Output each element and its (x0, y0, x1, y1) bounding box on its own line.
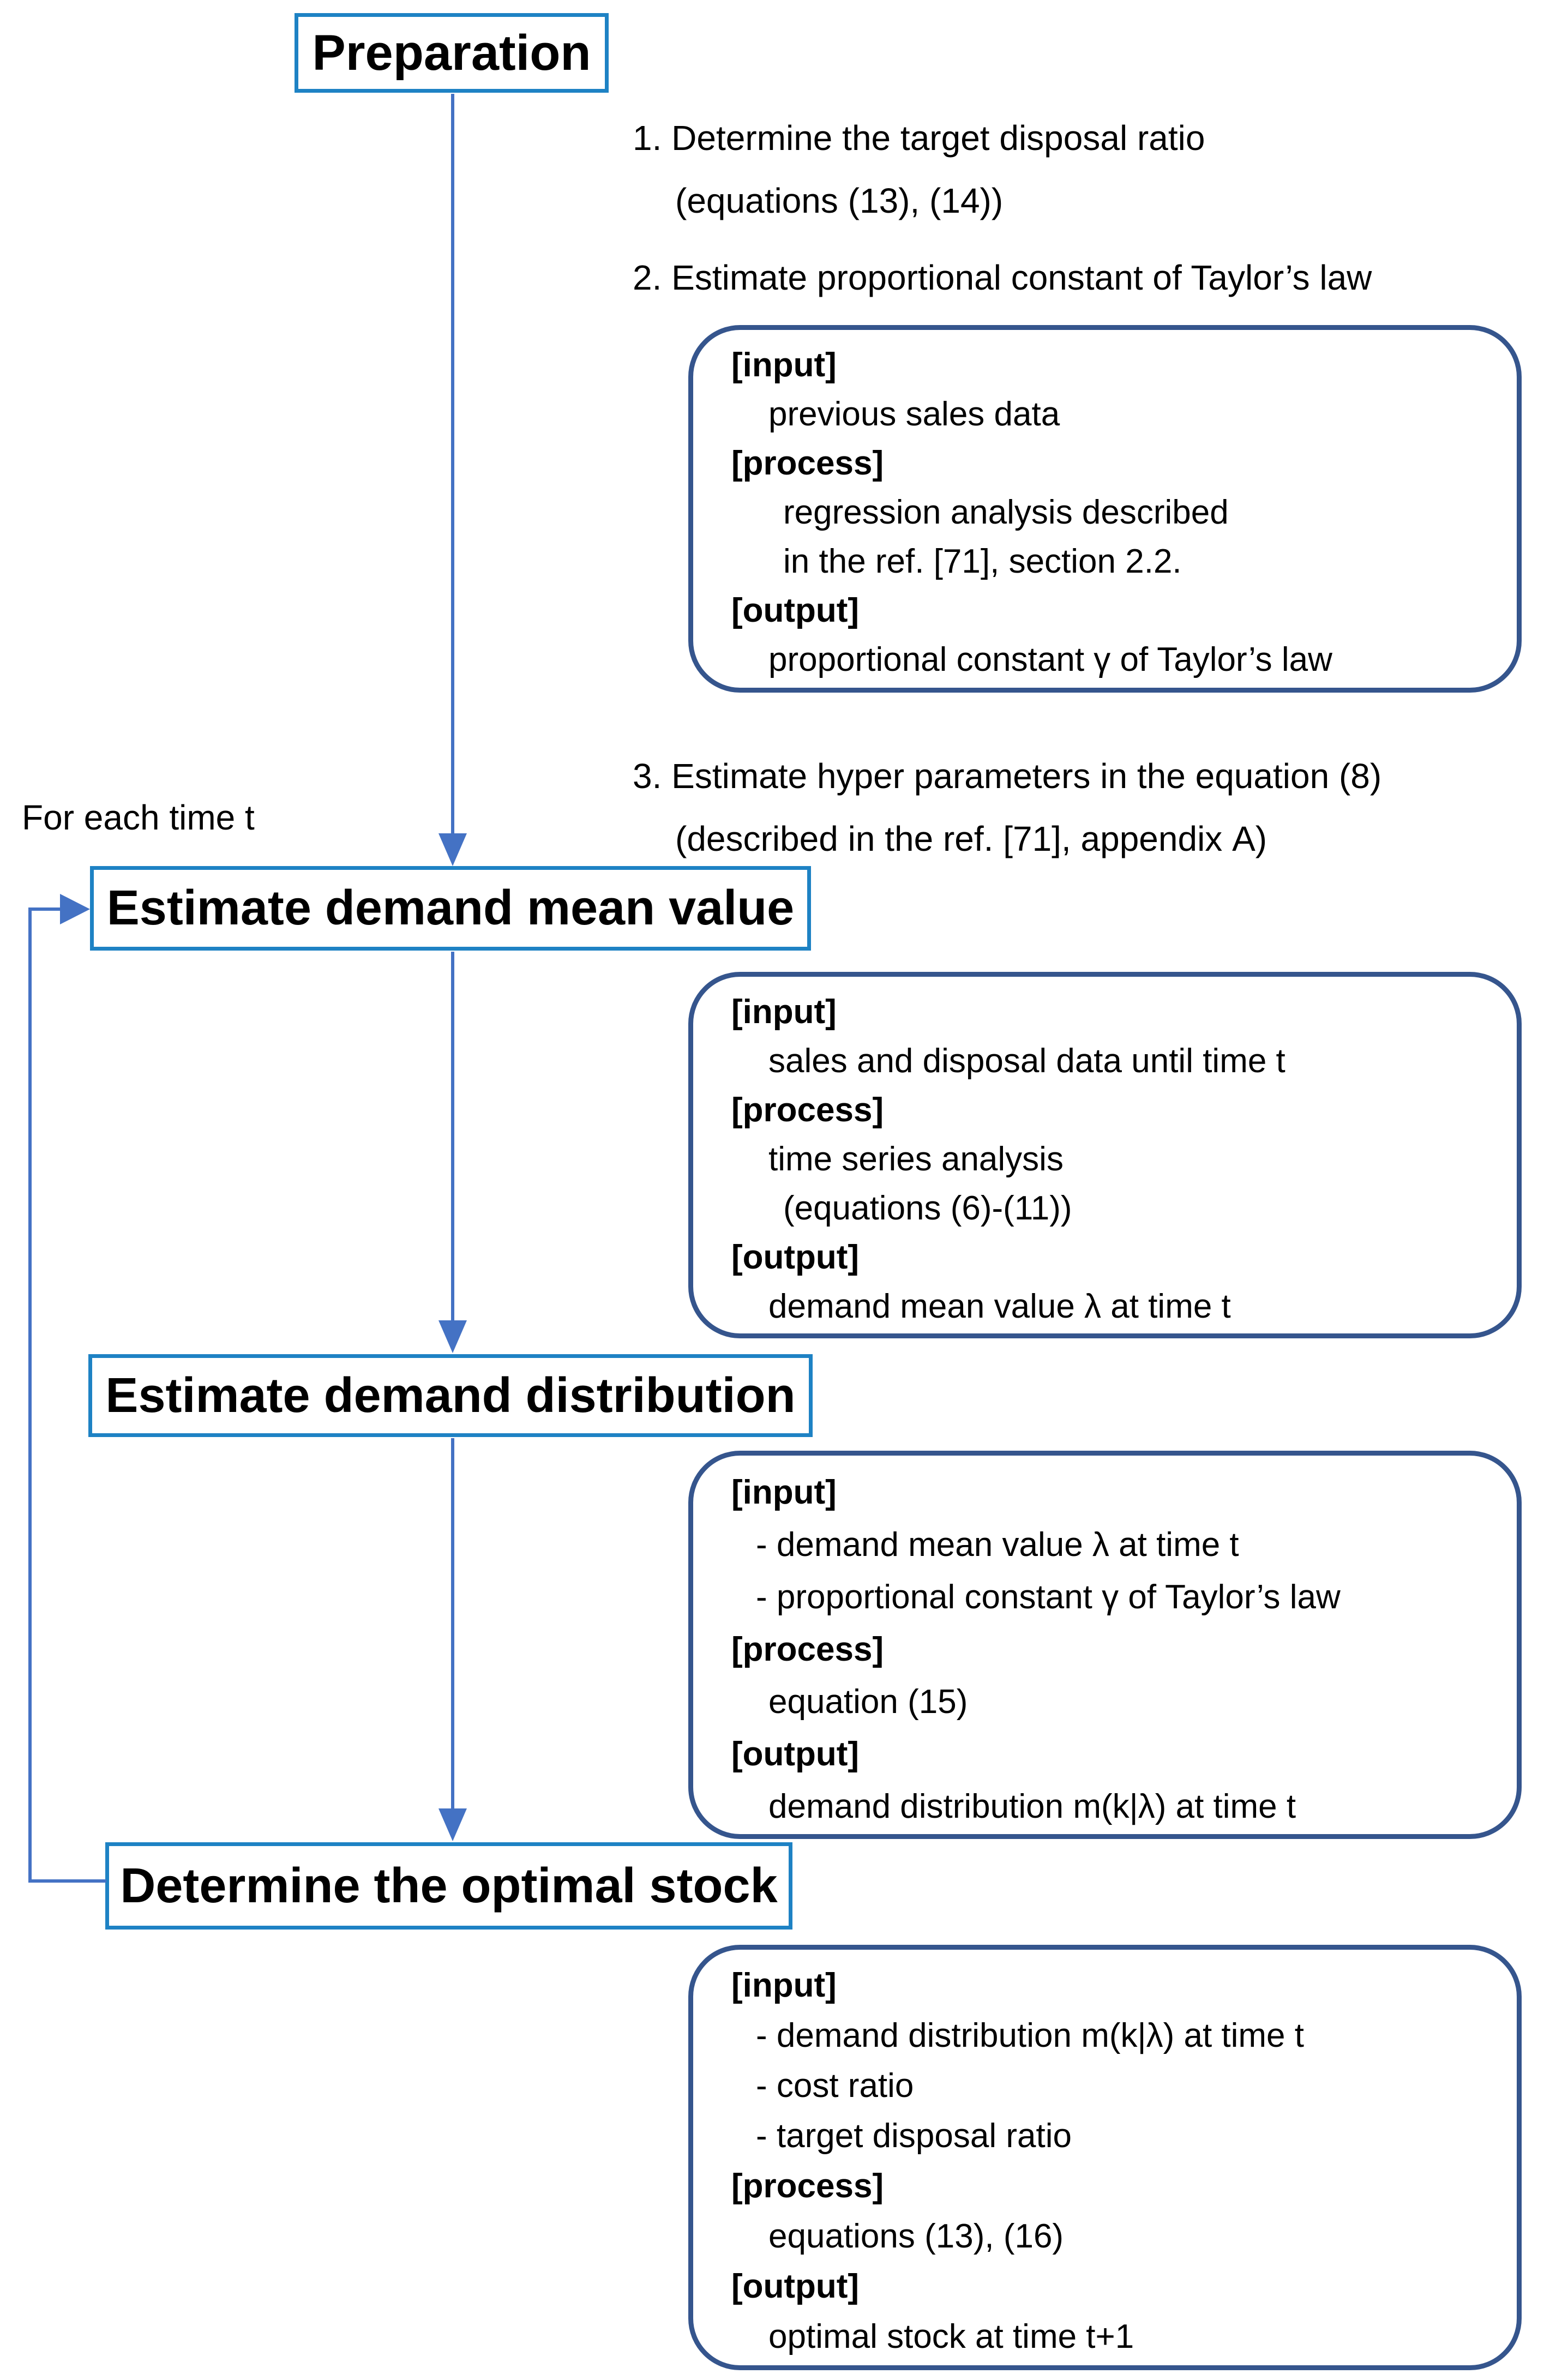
arrow-right-icon (60, 894, 90, 924)
io2-input-line: sales and disposal data until time t (768, 1042, 1285, 1080)
connector-mean-to-distribution-line (451, 952, 454, 1323)
io4-input-line-2: - cost ratio (756, 2067, 914, 2105)
step-2-line-1: 2. Estimate proportional constant of Tay… (633, 258, 1372, 297)
io4-input-line-3: - target disposal ratio (756, 2117, 1072, 2155)
io-box-mean-estimation: [input] sales and disposal data until ti… (688, 972, 1522, 1338)
io1-process-line-2: in the ref. [71], section 2.2. (783, 543, 1182, 580)
io2-output-line: demand mean value λ at time t (768, 1288, 1231, 1325)
step-1-line-1: 1. Determine the target disposal ratio (633, 118, 1205, 158)
step-item-3: 3. Estimate hyper parameters in the equa… (633, 745, 1381, 870)
flow-box-determine-stock-label: Determine the optimal stock (120, 1858, 778, 1913)
flow-box-estimate-distribution-label: Estimate demand distribution (105, 1368, 796, 1423)
step-1-line-2: (equations (13), (14)) (675, 181, 1004, 220)
preparation-box: Preparation (295, 13, 609, 93)
io4-process-header: [process] (731, 2167, 884, 2205)
io3-output-header: [output] (731, 1735, 860, 1773)
io4-output-header: [output] (731, 2268, 860, 2305)
io4-input-line-1: - demand distribution m(k|λ) at time t (756, 2017, 1304, 2054)
io3-process-line: equation (15) (768, 1683, 968, 1721)
io3-input-line-2: - proportional constant γ of Taylor’s la… (756, 1578, 1341, 1616)
flow-box-estimate-distribution: Estimate demand distribution (88, 1354, 813, 1437)
io3-input-line-1: - demand mean value λ at time t (756, 1526, 1239, 1564)
io4-process-line: equations (13), (16) (768, 2217, 1064, 2255)
io4-input-header: [input] (731, 1967, 837, 2004)
preparation-label: Preparation (312, 25, 591, 81)
flow-box-estimate-mean: Estimate demand mean value (90, 866, 811, 951)
step-item-1: 1. Determine the target disposal ratio (… (633, 107, 1205, 232)
flow-box-estimate-mean-label: Estimate demand mean value (106, 881, 795, 935)
io2-process-line-2: (equations (6)-(11)) (783, 1189, 1072, 1227)
io2-process-header: [process] (731, 1091, 884, 1129)
io2-process-line-1: time series analysis (768, 1140, 1064, 1178)
loop-connector-top-line (28, 907, 62, 911)
connector-prep-to-mean-line (451, 94, 454, 836)
arrow-down-icon (438, 833, 467, 866)
io2-input-header: [input] (731, 993, 837, 1031)
arrow-down-icon (438, 1320, 467, 1353)
io1-output-header: [output] (731, 592, 860, 629)
io-box-distribution-estimation: [input] - demand mean value λ at time t … (688, 1451, 1522, 1839)
io2-output-header: [output] (731, 1239, 860, 1276)
loop-label: For each time t (22, 798, 255, 837)
connector-distribution-to-stock-line (451, 1438, 454, 1811)
io1-process-line-1: regression analysis described (783, 494, 1229, 531)
io1-process-header: [process] (731, 444, 884, 482)
step-3-line-1: 3. Estimate hyper parameters in the equa… (633, 756, 1382, 796)
io1-input-header: [input] (731, 346, 837, 384)
io4-output-line: optimal stock at time t+1 (768, 2318, 1134, 2355)
io1-input-line: previous sales data (768, 395, 1060, 433)
io-box-taylor-constant: [input] previous sales data [process] re… (688, 325, 1522, 693)
io-box-optimal-stock: [input] - demand distribution m(k|λ) at … (688, 1945, 1522, 2370)
loop-connector-bottom-line (28, 1879, 106, 1883)
io1-output-line: proportional constant γ of Taylor’s law (768, 641, 1332, 678)
io3-output-line: demand distribution m(k|λ) at time t (768, 1788, 1296, 1825)
step-item-2: 2. Estimate proportional constant of Tay… (633, 247, 1372, 309)
io3-process-header: [process] (731, 1631, 884, 1668)
io3-input-header: [input] (731, 1474, 837, 1511)
arrow-down-icon (438, 1808, 467, 1841)
loop-connector-vertical-line (28, 907, 32, 1883)
step-3-line-2: (described in the ref. [71], appendix A) (675, 819, 1267, 858)
flow-box-determine-stock: Determine the optimal stock (105, 1842, 792, 1930)
